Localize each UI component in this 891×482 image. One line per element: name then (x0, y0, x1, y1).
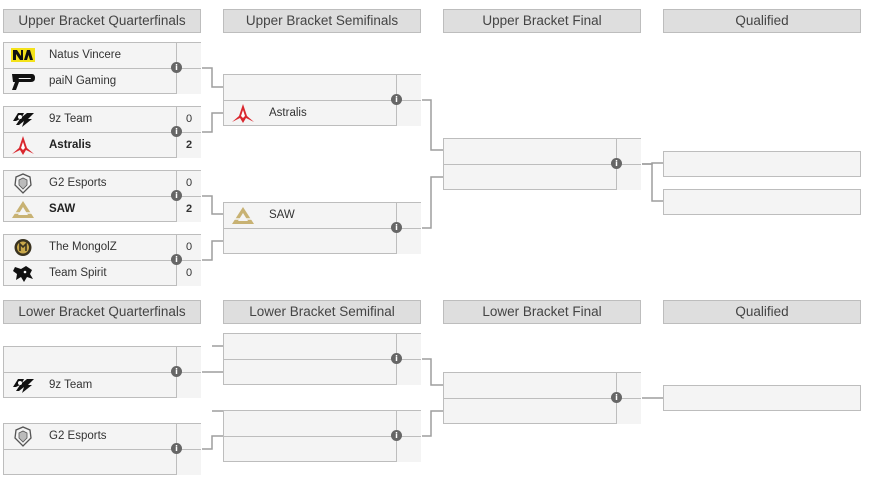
team-name: SAW (269, 209, 295, 221)
team-name: G2 Esports (49, 430, 107, 442)
team-slot[interactable] (224, 360, 396, 385)
team-slot[interactable]: Team Spirit (4, 261, 176, 286)
team-name: The MongolZ (49, 241, 117, 253)
header-upper-qualified: Qualified (663, 9, 861, 33)
info-icon[interactable]: i (391, 430, 402, 441)
9z-logo-icon (13, 379, 34, 393)
match-upper-final[interactable]: i (443, 138, 641, 190)
match-lower-sf-2[interactable]: i (223, 410, 421, 462)
info-icon[interactable]: i (171, 62, 182, 73)
match-upper-sf-1[interactable]: Astralis i (223, 74, 421, 126)
team-name: Astralis (49, 139, 92, 151)
header-lower-quarterfinals: Lower Bracket Quarterfinals (3, 300, 201, 324)
info-icon[interactable]: i (171, 126, 182, 137)
info-icon[interactable]: i (171, 190, 182, 201)
match-lower-qf-2[interactable]: G2 Esports i (3, 423, 201, 475)
team-slot[interactable] (444, 165, 616, 190)
score (396, 360, 421, 385)
team-slot[interactable]: The MongolZ (4, 235, 176, 261)
team-slot[interactable]: G2 Esports (4, 171, 176, 197)
score (176, 69, 201, 94)
team-name: G2 Esports (49, 177, 107, 189)
match-lower-qf-1[interactable]: 9z Team i (3, 346, 201, 398)
qualified-slot[interactable] (663, 151, 861, 177)
team-slot[interactable]: paiN Gaming (4, 69, 176, 94)
match-upper-qf-2[interactable]: 9z Team Astralis 0 2 i (3, 106, 201, 158)
score (616, 165, 641, 190)
team-slot[interactable] (224, 229, 396, 254)
team-slot[interactable] (444, 399, 616, 424)
score: 0 (176, 261, 201, 286)
match-upper-qf-1[interactable]: Natus Vincere paiN Gaming i (3, 42, 201, 94)
header-upper-semifinals: Upper Bracket Semifinals (223, 9, 421, 33)
9z-logo-icon (13, 113, 34, 127)
score (176, 450, 201, 475)
team-slot[interactable] (444, 373, 616, 399)
team-slot[interactable]: Natus Vincere (4, 43, 176, 69)
saw-logo-icon (12, 201, 34, 218)
navi-logo-icon (11, 48, 35, 62)
team-name: SAW (49, 203, 76, 215)
score: 2 (176, 197, 201, 222)
header-lower-final: Lower Bracket Final (443, 300, 641, 324)
mongolz-logo-icon (14, 239, 32, 256)
team-slot[interactable]: 9z Team (4, 107, 176, 133)
team-slot[interactable] (444, 139, 616, 165)
score (176, 373, 201, 398)
team-slot[interactable]: Astralis (4, 133, 176, 158)
astralis-logo-icon (12, 136, 34, 155)
team-name: 9z Team (49, 113, 93, 125)
team-slot[interactable]: SAW (224, 203, 396, 229)
score (396, 101, 421, 126)
match-upper-qf-3[interactable]: G2 Esports SAW 0 2 i (3, 170, 201, 222)
info-icon[interactable]: i (171, 443, 182, 454)
g2-logo-icon (14, 426, 32, 447)
match-lower-sf-1[interactable]: i (223, 333, 421, 385)
header-upper-final: Upper Bracket Final (443, 9, 641, 33)
info-icon[interactable]: i (611, 392, 622, 403)
header-lower-qualified: Qualified (663, 300, 861, 324)
team-slot[interactable] (4, 347, 176, 373)
info-icon[interactable]: i (171, 366, 182, 377)
g2-logo-icon (14, 173, 32, 194)
team-name: 9z Team (49, 379, 93, 391)
pain-logo-icon (12, 74, 35, 90)
team-slot[interactable] (224, 75, 396, 101)
score (616, 373, 641, 399)
team-slot[interactable]: Astralis (224, 101, 396, 126)
qualified-slot[interactable] (663, 385, 861, 411)
info-icon[interactable]: i (611, 158, 622, 169)
info-icon[interactable]: i (171, 254, 182, 265)
match-upper-sf-2[interactable]: SAW i (223, 202, 421, 254)
match-lower-final[interactable]: i (443, 372, 641, 424)
team-slot[interactable] (224, 437, 396, 462)
team-slot[interactable] (4, 450, 176, 475)
team-slot[interactable] (224, 334, 396, 360)
saw-logo-icon (232, 207, 254, 224)
header-lower-semifinal: Lower Bracket Semifinal (223, 300, 421, 324)
team-name: Astralis (269, 107, 307, 119)
score: 2 (176, 133, 201, 158)
score (616, 399, 641, 424)
team-slot[interactable]: G2 Esports (4, 424, 176, 450)
info-icon[interactable]: i (391, 222, 402, 233)
score (396, 437, 421, 462)
team-slot[interactable]: SAW (4, 197, 176, 222)
team-name: Natus Vincere (49, 49, 122, 61)
astralis-logo-icon (232, 104, 254, 123)
qualified-slot[interactable] (663, 189, 861, 215)
info-icon[interactable]: i (391, 353, 402, 364)
header-upper-quarterfinals: Upper Bracket Quarterfinals (3, 9, 201, 33)
team-name: paiN Gaming (49, 75, 117, 87)
team-slot[interactable] (224, 411, 396, 437)
score (396, 229, 421, 254)
team-slot[interactable]: 9z Team (4, 373, 176, 398)
match-upper-qf-4[interactable]: The MongolZ Team Spirit 0 0 i (3, 234, 201, 286)
spirit-logo-icon (13, 266, 33, 282)
team-name: Team Spirit (49, 267, 107, 279)
info-icon[interactable]: i (391, 94, 402, 105)
